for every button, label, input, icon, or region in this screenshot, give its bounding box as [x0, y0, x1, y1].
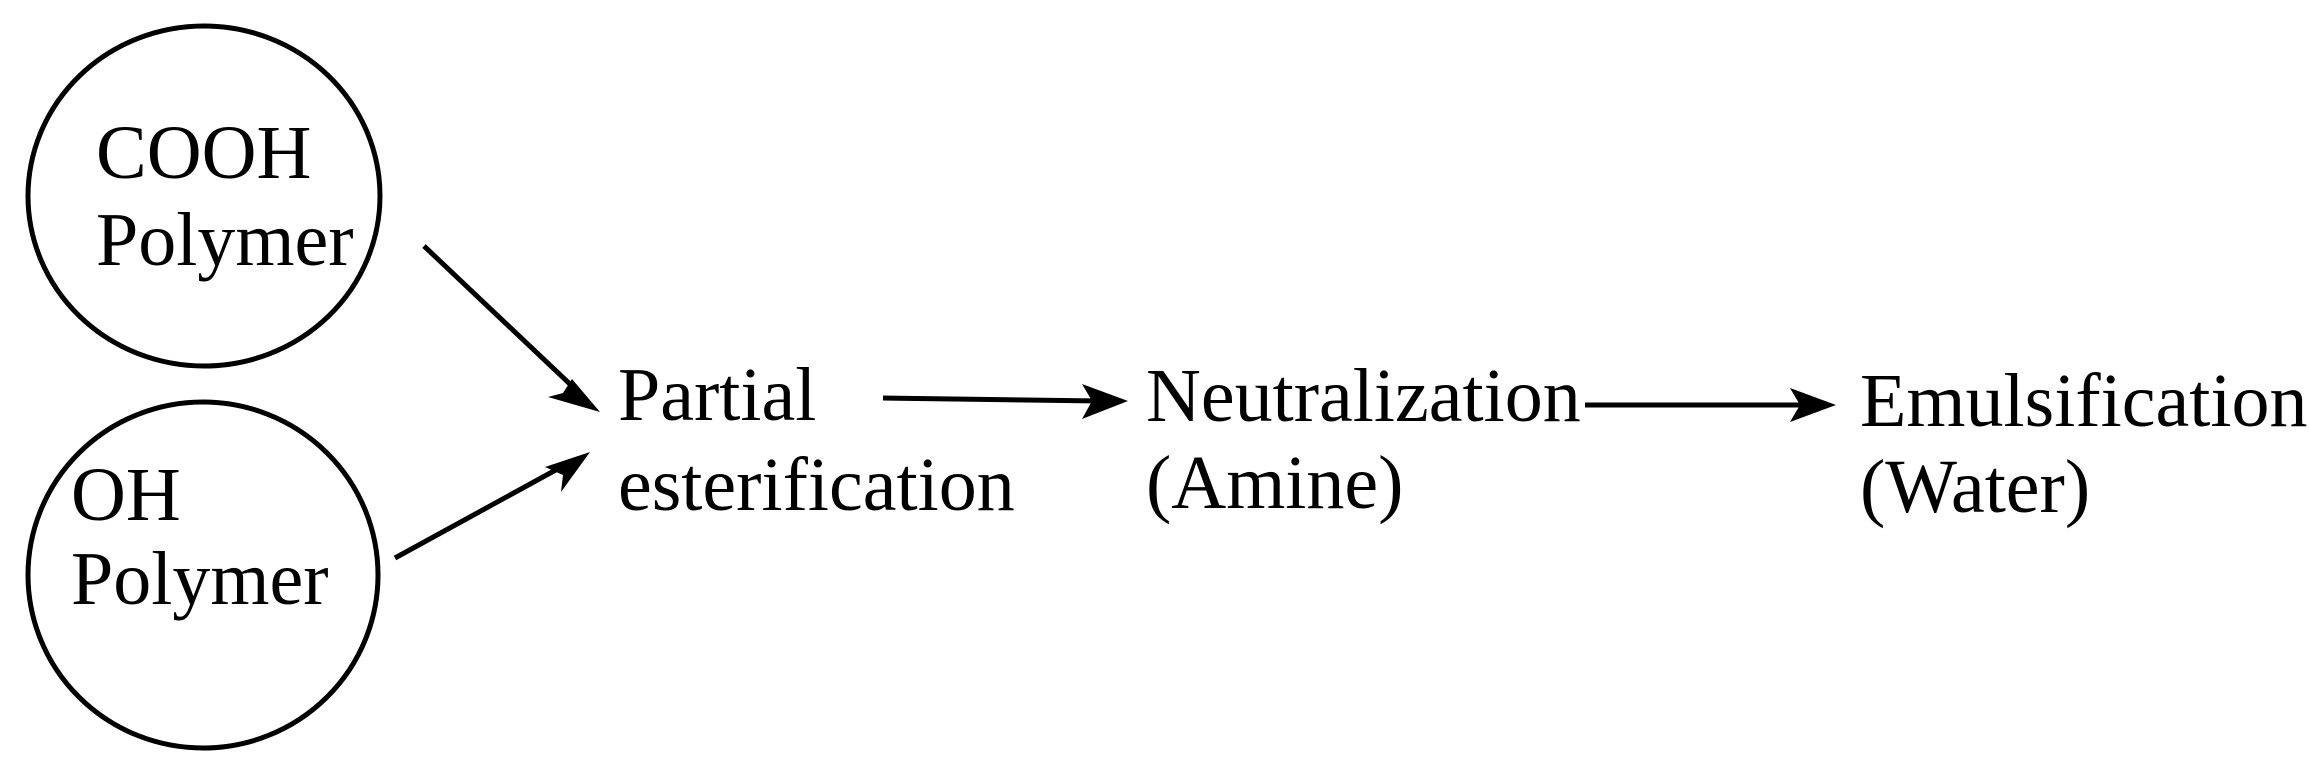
neutralization-label-line1: Neutralization — [1146, 354, 1581, 438]
oh-polymer-node: OH Polymer — [25, 399, 381, 751]
arrow-neutralization-to-emulsification — [1585, 388, 1836, 422]
emulsification-label-line1: Emulsification — [1860, 359, 2307, 443]
oh-polymer-circle — [25, 399, 381, 751]
cooh-polymer-circle — [25, 23, 383, 369]
partial-esterification-label-line2: esterification — [618, 443, 1015, 527]
emulsification-label-line2: (Water) — [1860, 445, 2090, 529]
emulsification-node: Emulsification (Water) — [1860, 359, 2307, 529]
arrow-esterification-to-neutralization — [882, 384, 1128, 419]
arrow-oh-to-esterification — [393, 452, 590, 561]
partial-esterification-label-line1: Partial — [618, 353, 816, 437]
oh-polymer-label-line2: Polymer — [71, 537, 329, 621]
cooh-polymer-label-line1: COOH — [96, 111, 311, 195]
cooh-polymer-label-line2: Polymer — [96, 198, 354, 282]
neutralization-node: Neutralization (Amine) — [1146, 354, 1581, 525]
cooh-polymer-node: COOH Polymer — [25, 23, 383, 369]
arrow-cooh-to-esterification — [422, 244, 600, 412]
oh-polymer-label-line1: OH — [71, 453, 181, 537]
partial-esterification-node: Partial esterification — [618, 353, 1015, 527]
neutralization-label-line2: (Amine) — [1146, 441, 1403, 525]
